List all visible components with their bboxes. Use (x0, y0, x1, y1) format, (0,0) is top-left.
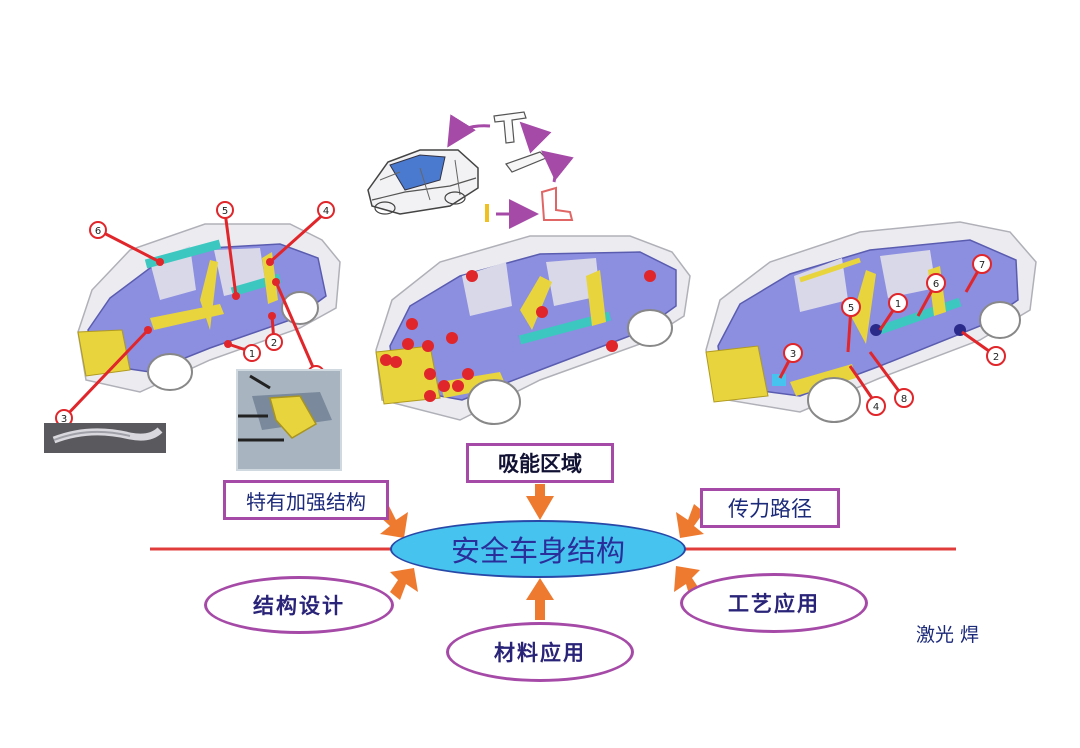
svg-text:4: 4 (873, 402, 879, 413)
marker-badge-4: 4 (317, 201, 335, 219)
marker-badge-r4: 4 (866, 396, 886, 416)
arrow-from-top (526, 484, 554, 520)
svg-text:6: 6 (933, 279, 939, 290)
marker-badge-2: 2 (265, 333, 283, 351)
svg-text:5: 5 (848, 303, 854, 314)
reinforcement-inset-photo (236, 369, 342, 471)
process-application-oval: 工艺应用 (680, 573, 868, 633)
t-profile-part (493, 111, 527, 144)
svg-text:8: 8 (901, 394, 907, 405)
marker-badge-r3: 3 (783, 343, 803, 363)
marker-badge-6: 6 (89, 221, 107, 239)
special-reinforcement-box: 特有加强结构 (223, 480, 389, 520)
svg-text:7: 7 (979, 260, 985, 271)
process-arrow-2 (540, 150, 574, 183)
formed-bracket-part (540, 186, 574, 221)
svg-text:3: 3 (61, 414, 67, 425)
svg-text:1: 1 (249, 349, 255, 360)
process-arrow-4 (447, 114, 491, 148)
process-arrow-3 (519, 121, 552, 154)
laser-welding-note: 激光 焊 (916, 624, 980, 646)
process-illustration (367, 111, 574, 229)
structure-design-oval: 结构设计 (204, 576, 394, 634)
svg-text:4: 4 (323, 206, 329, 217)
steel-blank (485, 204, 489, 222)
arrow-from-bottom-center (526, 578, 554, 620)
svg-text:5: 5 (222, 206, 228, 217)
beam-part (505, 151, 548, 173)
svg-text:3: 3 (790, 349, 796, 360)
left-car-illustration (77, 223, 341, 393)
white-body-sketch (367, 149, 479, 215)
marker-badge-r8: 8 (894, 388, 914, 408)
svg-text:2: 2 (271, 338, 277, 349)
marker-badge-5: 5 (216, 201, 234, 219)
svg-text:2: 2 (993, 352, 999, 363)
marker-badge-r6: 6 (926, 273, 946, 293)
marker-badge-r5: 5 (841, 297, 861, 317)
svg-text:1: 1 (895, 299, 901, 310)
marker-badge-r7: 7 (972, 254, 992, 274)
energy-absorption-points (380, 270, 656, 402)
material-application-oval: 材料应用 (446, 622, 634, 682)
right-car-illustration (705, 221, 1037, 423)
energy-absorption-zone-box: 吸能区域 (466, 443, 614, 483)
middle-car-illustration (375, 235, 691, 425)
marker-badge-r1: 1 (888, 293, 908, 313)
svg-text:6: 6 (95, 226, 101, 237)
marker-badge-1: 1 (243, 344, 261, 362)
crossbeam-photo (44, 423, 166, 453)
arrow-from-right-box (676, 504, 704, 538)
marker-badge-r2: 2 (986, 346, 1006, 366)
safe-body-structure-node: 安全车身结构 (390, 520, 686, 578)
arrow-from-bottom-left (390, 568, 418, 600)
load-path-box: 传力路径 (700, 488, 840, 528)
